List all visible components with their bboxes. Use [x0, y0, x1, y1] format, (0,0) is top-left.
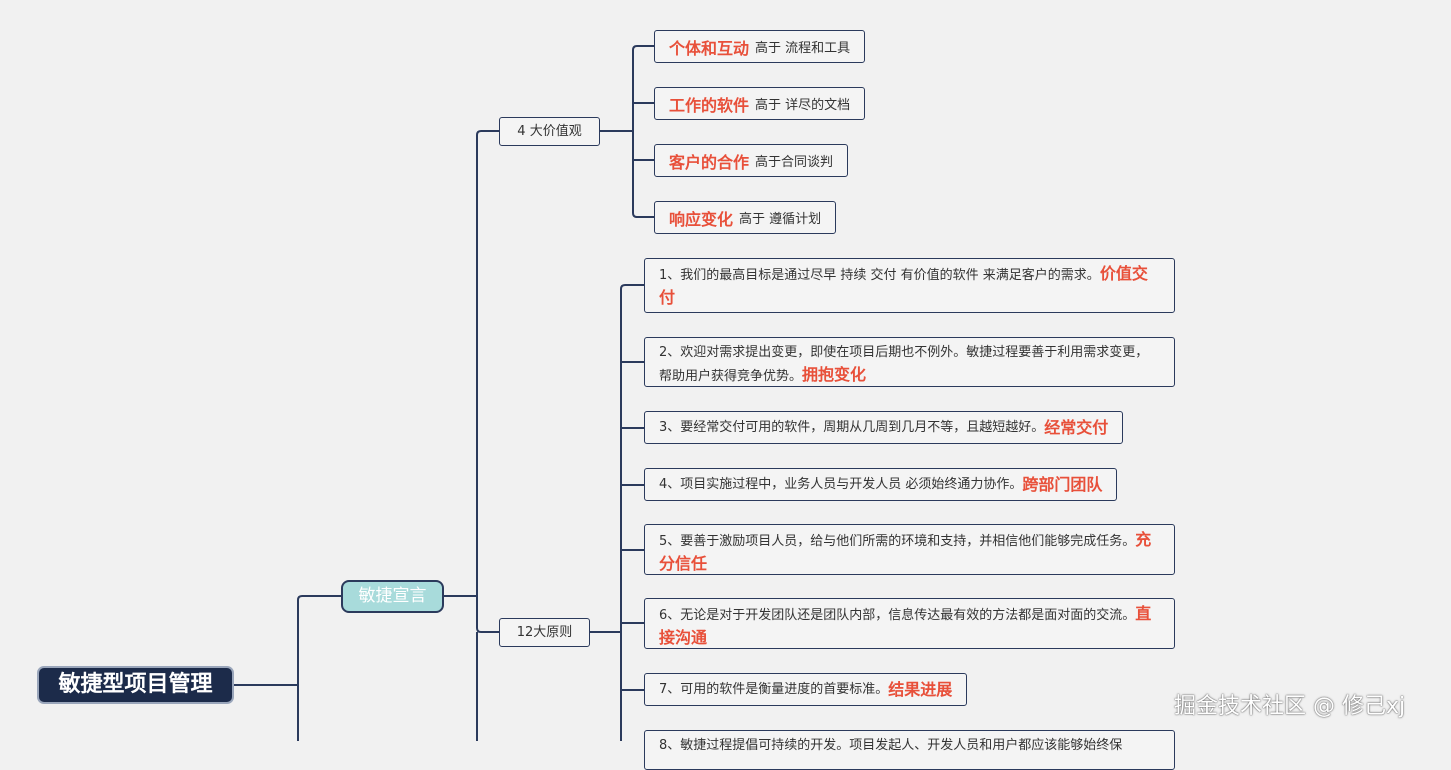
- value-node[interactable]: 响应变化 高于 遵循计划: [654, 201, 837, 234]
- principle-node[interactable]: 6、无论是对于开发团队还是团队内部，信息传达最有效的方法都是面对面的交流。直接沟…: [644, 598, 1175, 649]
- principle-text: 1、我们的最高目标是通过尽早 持续 交付 有价值的软件 来满足客户的需求。: [659, 268, 1100, 283]
- value-key: 工作的软件: [669, 95, 750, 115]
- principle-key: 直接沟通: [659, 604, 1152, 647]
- principle-node[interactable]: 3、要经常交付可用的软件，周期从几周到几月不等，且越短越好。经常交付: [644, 411, 1124, 444]
- principle-node[interactable]: 2、欢迎对需求提出变更，即使在项目后期也不例外。敏捷过程要善于利用需求变更，帮助…: [644, 337, 1175, 387]
- principle-node[interactable]: 1、我们的最高目标是通过尽早 持续 交付 有价值的软件 来满足客户的需求。价值交…: [644, 258, 1175, 313]
- principle-text: 5、要善于激励项目人员，给与他们所需的环境和支持，并相信他们能够完成任务。: [659, 534, 1136, 549]
- principle-key: 跨部门团队: [1022, 474, 1103, 494]
- value-desc: 高于 详尽的文档: [755, 98, 851, 113]
- values-node[interactable]: 4 大价值观: [499, 117, 600, 146]
- principle-node[interactable]: 4、项目实施过程中，业务人员与开发人员 必须始终通力协作。跨部门团队: [644, 468, 1118, 501]
- value-key: 个体和互动: [669, 38, 750, 58]
- principle-text: 6、无论是对于开发团队还是团队内部，信息传达最有效的方法都是面对面的交流。: [659, 608, 1136, 623]
- principle-key: 结果进展: [888, 679, 953, 699]
- principle-node[interactable]: 8、敏捷过程提倡可持续的开发。项目发起人、开发人员和用户都应该能够始终保: [644, 730, 1175, 770]
- value-desc: 高于合同谈判: [755, 155, 834, 170]
- value-key: 客户的合作: [669, 152, 750, 172]
- principle-node[interactable]: 5、要善于激励项目人员，给与他们所需的环境和支持，并相信他们能够完成任务。充分信…: [644, 524, 1175, 575]
- root-node[interactable]: 敏捷型项目管理: [37, 666, 234, 704]
- value-node[interactable]: 工作的软件 高于 详尽的文档: [654, 87, 866, 120]
- principle-key: 充分信任: [659, 530, 1152, 573]
- principle-node[interactable]: 7、可用的软件是衡量进度的首要标准。结果进展: [644, 673, 968, 706]
- value-node[interactable]: 个体和互动 高于 流程和工具: [654, 30, 866, 63]
- watermark: 掘金技术社区 @ 修己xj: [1174, 694, 1406, 719]
- principle-key: 价值交付: [659, 264, 1148, 307]
- branch-node-agile-manifesto[interactable]: 敏捷宣言: [341, 580, 444, 613]
- principle-key: 拥抱变化: [802, 365, 867, 384]
- value-desc: 高于 流程和工具: [755, 41, 851, 56]
- principle-text: 4、项目实施过程中，业务人员与开发人员 必须始终通力协作。: [659, 476, 1023, 492]
- value-node[interactable]: 客户的合作 高于合同谈判: [654, 144, 849, 177]
- principle-text: 7、可用的软件是衡量进度的首要标准。: [659, 681, 889, 697]
- principles-node[interactable]: 12大原则: [499, 618, 590, 647]
- principle-text: 2、欢迎对需求提出变更，即使在项目后期也不例外。敏捷过程要善于利用需求变更，帮助…: [659, 345, 1149, 384]
- connector-lines: [234, 45, 654, 741]
- principle-key: 经常交付: [1044, 417, 1109, 437]
- principle-text: 8、敏捷过程提倡可持续的开发。项目发起人、开发人员和用户都应该能够始终保: [659, 738, 1123, 753]
- principle-text: 3、要经常交付可用的软件，周期从几周到几月不等，且越短越好。: [659, 419, 1045, 435]
- value-desc: 高于 遵循计划: [739, 212, 822, 227]
- value-key: 响应变化: [669, 209, 734, 229]
